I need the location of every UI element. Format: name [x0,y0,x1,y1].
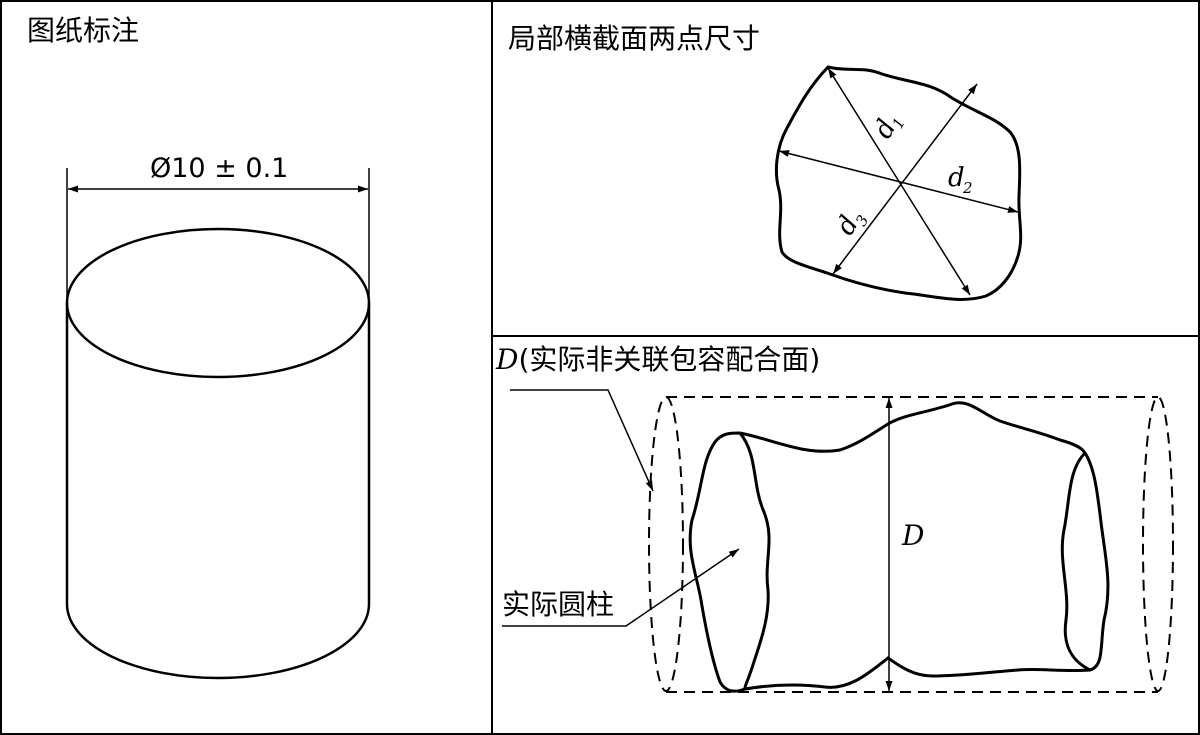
cross-section-panel-title: 局部横截面两点尺寸 [508,22,761,55]
diameter-dimension [66,168,370,300]
cylinder-bottom-arc [65,603,371,680]
d2-subscript: 2 [962,179,973,197]
actual-cylinder-right-edge [1060,451,1091,672]
actual-cylinder-leader [502,548,740,627]
panel-divider-horizontal [491,335,1200,337]
cross-section-outline [774,65,1023,301]
drawing-panel-title: 图纸标注 [27,14,140,47]
envelope-title-text: (实际非关联包容配合面) [518,343,821,376]
panel-divider-vertical [491,0,493,735]
envelope-left-end [648,396,684,692]
cylinder-drawing [65,227,371,680]
actual-cylinder-left-edge [738,432,771,691]
envelope-panel-title: D(实际非关联包容配合面) [496,343,820,377]
d2-symbol: d [948,163,965,193]
diameter-dimension-label: Ø10 ± 0.1 [150,153,288,184]
d2-label: d 2 [948,163,973,197]
envelope-leader [510,389,654,492]
actual-cylinder-outline [688,401,1110,693]
cylinder-top-ellipse [65,227,371,379]
d1-label: d 1 [868,115,909,144]
d3-label: d 3 [831,211,873,240]
diameter-line-d2 [778,150,1019,213]
envelope-title-symbol: D [496,343,519,376]
envelope-diameter-label: D [901,519,924,552]
envelope-right-end [1142,396,1174,692]
diameter-line-d3 [832,83,978,275]
leader-lines [502,389,740,627]
actual-cylinder-label: 实际圆柱 [502,588,615,621]
two-point-diameters [778,67,1019,296]
envelope-cylinder [648,396,1174,693]
